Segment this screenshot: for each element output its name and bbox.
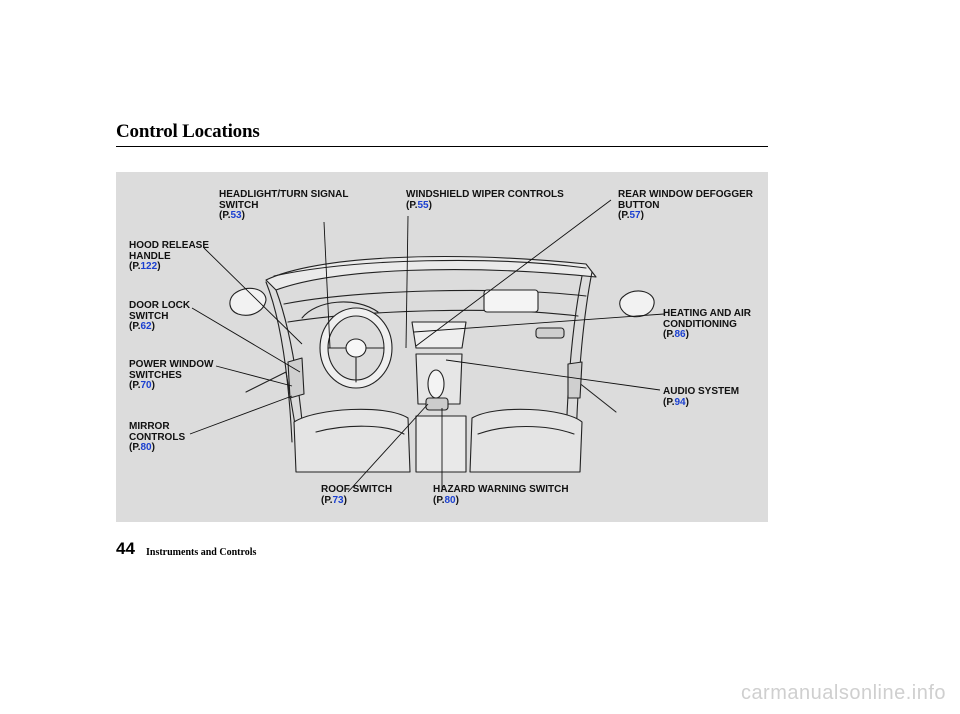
label-rear-defogger: REAR WINDOW DEFOGGER BUTTON (P.57): [618, 189, 753, 221]
title-rule: [116, 146, 768, 147]
page-link[interactable]: 53: [230, 210, 242, 221]
label-headlight-turn-signal: HEADLIGHT/TURN SIGNAL SWITCH (P.53): [219, 189, 349, 221]
page-title: Control Locations: [116, 121, 260, 142]
page-link[interactable]: 62: [140, 321, 152, 332]
label-roof-switch: ROOF SWITCH (P.73): [321, 484, 393, 506]
label-mirror-controls: MIRROR CONTROLS (P.80): [129, 421, 186, 453]
label-heating-air: HEATING AND AIR CONDITIONING (P.86): [663, 308, 751, 340]
page-link[interactable]: 73: [332, 494, 344, 506]
label-power-window: POWER WINDOW SWITCHES (P.70): [129, 359, 214, 391]
page-number: 44: [116, 539, 135, 558]
label-hazard-warning: HAZARD WARNING SWITCH (P.80): [433, 484, 569, 506]
label-audio-system: AUDIO SYSTEM (P.94): [663, 386, 740, 408]
page-link[interactable]: 55: [417, 199, 429, 211]
page-link[interactable]: 94: [674, 396, 686, 408]
page-link[interactable]: 70: [140, 380, 152, 391]
car-interior-illustration: [189, 199, 665, 493]
page-link[interactable]: 86: [674, 329, 686, 340]
section-title: Instruments and Controls: [146, 547, 257, 558]
page-link[interactable]: 80: [140, 442, 152, 453]
label-hood-release: HOOD RELEASE HANDLE (P.122): [129, 240, 210, 272]
page-link[interactable]: 57: [629, 210, 641, 221]
page-link[interactable]: 80: [444, 494, 456, 506]
label-door-lock: DOOR LOCK SWITCH (P.62): [129, 300, 191, 332]
label-windshield-wiper: WINDSHIELD WIPER CONTROLS (P.55): [406, 189, 564, 211]
watermark: carmanualsonline.info: [740, 682, 946, 704]
page-link[interactable]: 122: [140, 261, 158, 272]
